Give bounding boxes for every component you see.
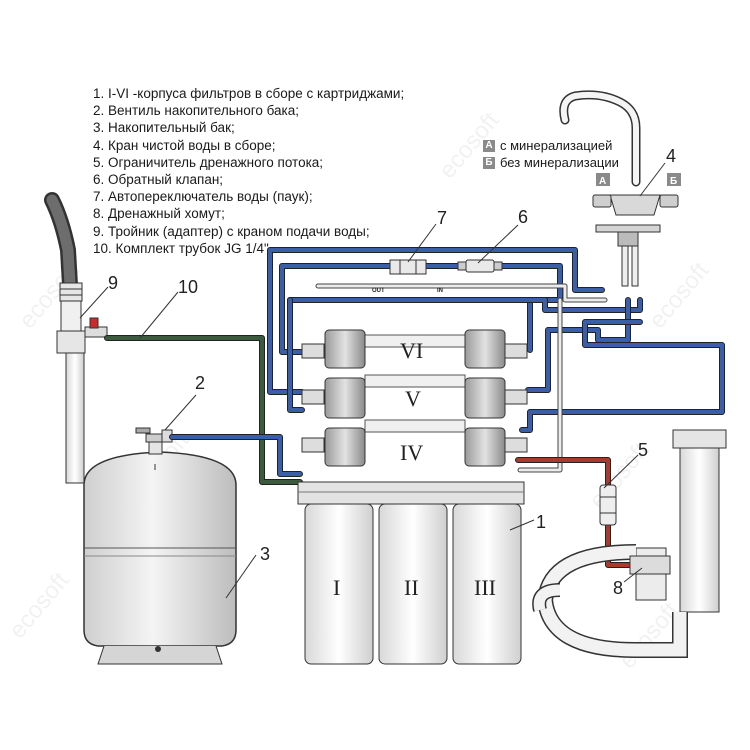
housing-label-iii: III: [474, 575, 496, 600]
faucet: А Б: [559, 90, 681, 287]
cartridge-iv-right: [464, 427, 506, 467]
housing-ii: [378, 503, 448, 665]
housing-iii: [452, 503, 522, 665]
housing-label-i: I: [333, 575, 340, 600]
faucet-legend-a: А с минерализацией: [483, 137, 619, 154]
flow-restrictor: [599, 484, 617, 526]
legend-item: 2. Вентиль накопительного бака;: [93, 103, 299, 119]
faucet-key-a: [596, 173, 610, 186]
tee-valve-handle: [89, 317, 99, 329]
tubing: [104, 247, 725, 568]
callout-1: 1: [536, 512, 546, 532]
faucet-handle-b: [659, 194, 679, 208]
watermark-3: ecosoft: [4, 567, 75, 644]
prefilter-housings: I II III: [297, 481, 525, 665]
callouts: [79, 162, 666, 599]
housing-label-ii: II: [404, 575, 419, 600]
legend-item: 9. Тройник (адаптер) с краном подачи вод…: [93, 223, 370, 239]
faucet-legend-b-text: без минерализации: [500, 155, 619, 170]
key-box-b: Б: [483, 156, 495, 169]
faucet-key-b-text: Б: [670, 176, 677, 187]
autoswitch-out-label: OUT: [372, 288, 385, 294]
drain-saddle: [629, 555, 671, 575]
cartridge-iv-left: [324, 427, 366, 467]
faucet-key-b: [667, 173, 681, 186]
parts-legend: 1. I-VI -корпуса фильтров в сборе с карт…: [93, 85, 404, 257]
callout-9: 9: [108, 273, 118, 293]
watermark-6: ecosoft: [644, 257, 715, 334]
tee-adapter: [60, 300, 82, 332]
legend-item: 1. I-VI -корпуса фильтров в сборе с карт…: [93, 86, 405, 101]
autoswitch: OUT IN: [372, 259, 443, 294]
key-box-a: А: [483, 139, 495, 152]
watermark-4: ecosoft: [434, 107, 505, 184]
legend-item: 6. Обратный клапан;: [93, 172, 224, 188]
cartridge-vi-left: [324, 329, 366, 369]
storage-tank: [83, 451, 237, 665]
sink-drain: [532, 429, 727, 658]
housing-caps: [297, 481, 525, 505]
callout-5: 5: [638, 440, 648, 460]
tank-valve: [135, 427, 173, 455]
check-valve: [457, 259, 503, 273]
cartridge-rack: VI V IV: [301, 329, 528, 467]
faucet-key-a-text: А: [599, 176, 606, 187]
faucet-handle-a: [592, 194, 612, 208]
legend-item: 4. Кран чистой воды в сборе;: [93, 137, 276, 153]
faucet-legend-b: Б без минерализации: [483, 154, 619, 171]
cartridge-vi-right: [464, 329, 506, 369]
callout-2: 2: [195, 373, 205, 393]
callout-7: 7: [437, 208, 447, 228]
legend-item: 5. Ограничитель дренажного потока;: [93, 154, 324, 170]
housing-i: [304, 503, 374, 665]
callout-3: 3: [260, 544, 270, 564]
housing-label-iv: IV: [400, 440, 423, 465]
housing-label-v: V: [405, 386, 421, 411]
callout-8: 8: [613, 578, 623, 598]
callout-4: 4: [666, 146, 676, 166]
cartridge-v-right: [464, 377, 506, 419]
housing-label-vi: VI: [400, 338, 423, 363]
pipe-nut-top: [59, 282, 83, 302]
autoswitch-in-label: IN: [437, 288, 443, 294]
pipe-below-tee: [65, 352, 85, 484]
callout-10: 10: [178, 277, 198, 297]
legend-item: 7. Автопереключатель воды (паук);: [93, 189, 313, 205]
faucet-legend-a-text: с минерализацией: [500, 138, 613, 153]
cartridge-v-left: [324, 377, 366, 419]
supply-pipe: [44, 192, 108, 484]
faucet-legend: А с минерализацией Б без минерализации: [483, 137, 619, 171]
legend-item: 8. Дренажный хомут;: [93, 206, 225, 222]
callout-6: 6: [518, 207, 528, 227]
legend-item: 3. Накопительный бак;: [93, 120, 235, 136]
legend-item: 10. Комплект трубок JG 1/4".: [93, 240, 273, 256]
